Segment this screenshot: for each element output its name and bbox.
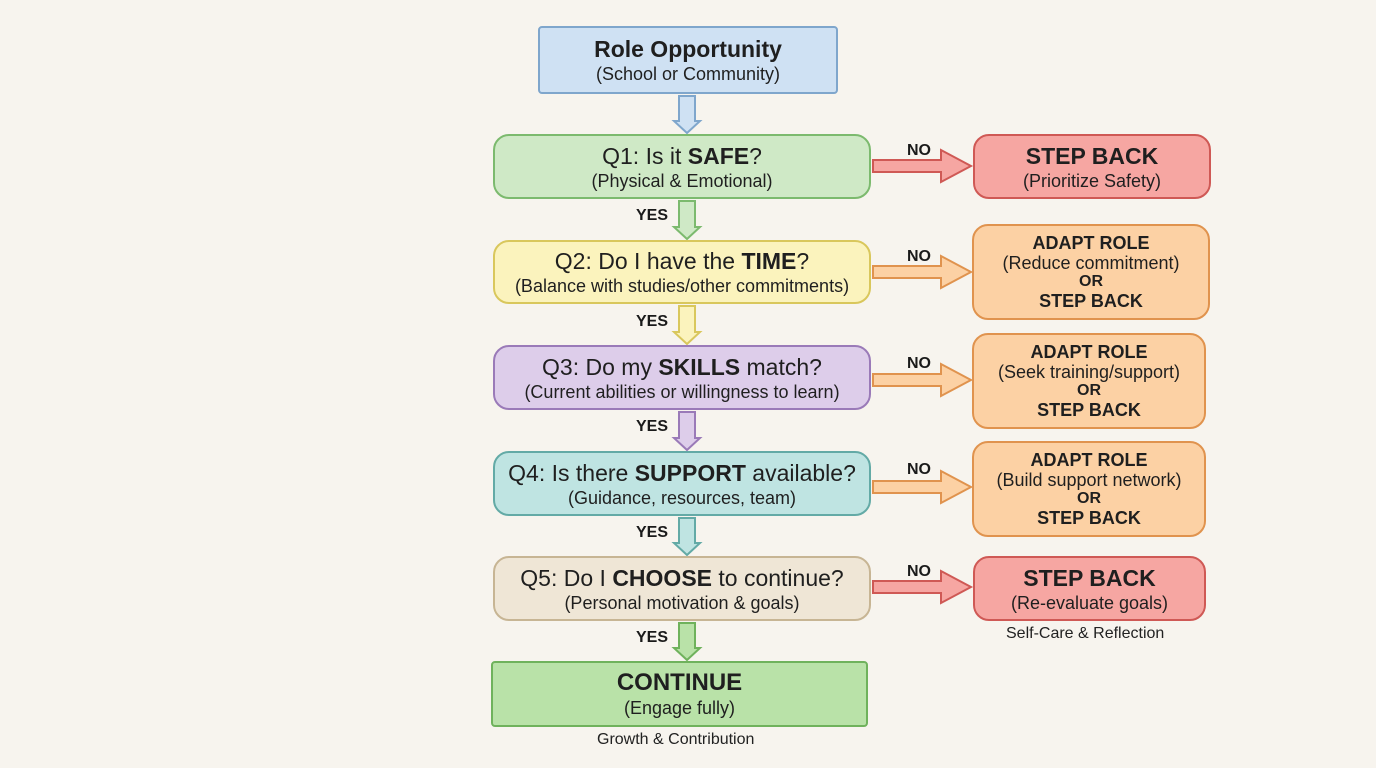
outcome-5-subtitle: (Re-evaluate goals) — [1010, 592, 1169, 613]
outcome-4-title: ADAPT ROLE — [1030, 450, 1148, 470]
outcome-4-alt: STEP BACK — [1037, 508, 1141, 528]
role-opportunity-title: Role Opportunity — [594, 36, 782, 62]
outcome-3-title: ADAPT ROLE — [1030, 342, 1148, 362]
q5-subtitle: (Personal motivation & goals) — [564, 592, 800, 613]
outcome-adapt-skills: ADAPT ROLE (Seek training/support) OR ST… — [972, 333, 1206, 429]
role-opportunity-box: Role Opportunity (School or Community) — [538, 26, 838, 94]
arrow-q3-no — [872, 362, 974, 398]
outcome-step-back-goals: STEP BACK (Re-evaluate goals) — [973, 556, 1206, 621]
continue-subtitle: (Engage fully) — [623, 698, 736, 718]
q2-subtitle: (Balance with studies/other commitments) — [514, 276, 850, 296]
outcome-adapt-support: ADAPT ROLE (Build support network) OR ST… — [972, 441, 1206, 537]
yes-label-q4: YES — [636, 524, 669, 541]
yes-label-q2: YES — [636, 313, 669, 330]
q4-question: Q4: Is there SUPPORT available? — [508, 459, 856, 486]
yes-label-q1: YES — [636, 207, 669, 224]
no-label-q1: NO — [907, 142, 931, 159]
q1-question: Q1: Is it SAFE? — [602, 142, 762, 169]
q5-question: Q5: Do I CHOOSE to continue? — [520, 564, 844, 591]
no-label-q3: NO — [907, 355, 931, 372]
arrow-start-to-q1 — [671, 95, 703, 135]
arrow-q1-no — [872, 148, 974, 184]
continue-title: CONTINUE — [616, 669, 743, 696]
q5-choose-box: Q5: Do I CHOOSE to continue? (Personal m… — [493, 556, 871, 621]
outcome-1-subtitle: (Prioritize Safety) — [1022, 170, 1162, 191]
arrow-q5-yes — [671, 622, 703, 662]
outcome-4-or: OR — [1077, 490, 1101, 507]
outcome-1-title: STEP BACK — [1025, 142, 1159, 169]
arrow-q1-yes — [671, 200, 703, 241]
yes-label-q3: YES — [636, 418, 669, 435]
outcome-adapt-time: ADAPT ROLE (Reduce commitment) OR STEP B… — [972, 224, 1210, 320]
arrow-q5-no — [872, 569, 974, 605]
no-label-q4: NO — [907, 461, 931, 478]
outcome-4-subtitle: (Build support network) — [996, 470, 1182, 490]
q2-question: Q2: Do I have the TIME? — [554, 248, 810, 274]
outcome-step-back-safety: STEP BACK (Prioritize Safety) — [973, 134, 1211, 199]
self-care-caption: Self-Care & Reflection — [1006, 625, 1165, 642]
outcome-3-subtitle: (Seek training/support) — [997, 362, 1181, 382]
continue-box: CONTINUE (Engage fully) — [491, 661, 868, 727]
outcome-2-or: OR — [1079, 273, 1103, 290]
q4-subtitle: (Guidance, resources, team) — [567, 487, 797, 508]
arrow-q2-yes — [671, 305, 703, 346]
q2-time-box: Q2: Do I have the TIME? (Balance with st… — [493, 240, 871, 304]
outcome-5-title: STEP BACK — [1023, 564, 1156, 591]
outcome-2-subtitle: (Reduce commitment) — [1002, 253, 1180, 273]
q3-question: Q3: Do my SKILLS match? — [542, 353, 822, 380]
growth-caption: Growth & Contribution — [597, 731, 755, 748]
outcome-3-or: OR — [1077, 382, 1101, 399]
role-opportunity-subtitle: (School or Community) — [595, 64, 781, 84]
yes-label-q5: YES — [636, 629, 669, 646]
arrow-q4-no — [872, 469, 974, 505]
q1-subtitle: (Physical & Emotional) — [591, 170, 773, 191]
q3-subtitle: (Current abilities or willingness to lea… — [524, 381, 840, 402]
arrow-q2-no — [872, 254, 974, 290]
outcome-2-title: ADAPT ROLE — [1032, 233, 1150, 253]
q1-safe-box: Q1: Is it SAFE? (Physical & Emotional) — [493, 134, 871, 199]
arrow-q3-yes — [671, 411, 703, 452]
outcome-2-alt: STEP BACK — [1039, 291, 1143, 311]
outcome-3-alt: STEP BACK — [1037, 400, 1141, 420]
arrow-q4-yes — [671, 517, 703, 557]
q4-support-box: Q4: Is there SUPPORT available? (Guidanc… — [493, 451, 871, 516]
no-label-q2: NO — [907, 248, 931, 265]
q3-skills-box: Q3: Do my SKILLS match? (Current abiliti… — [493, 345, 871, 410]
no-label-q5: NO — [907, 563, 931, 580]
